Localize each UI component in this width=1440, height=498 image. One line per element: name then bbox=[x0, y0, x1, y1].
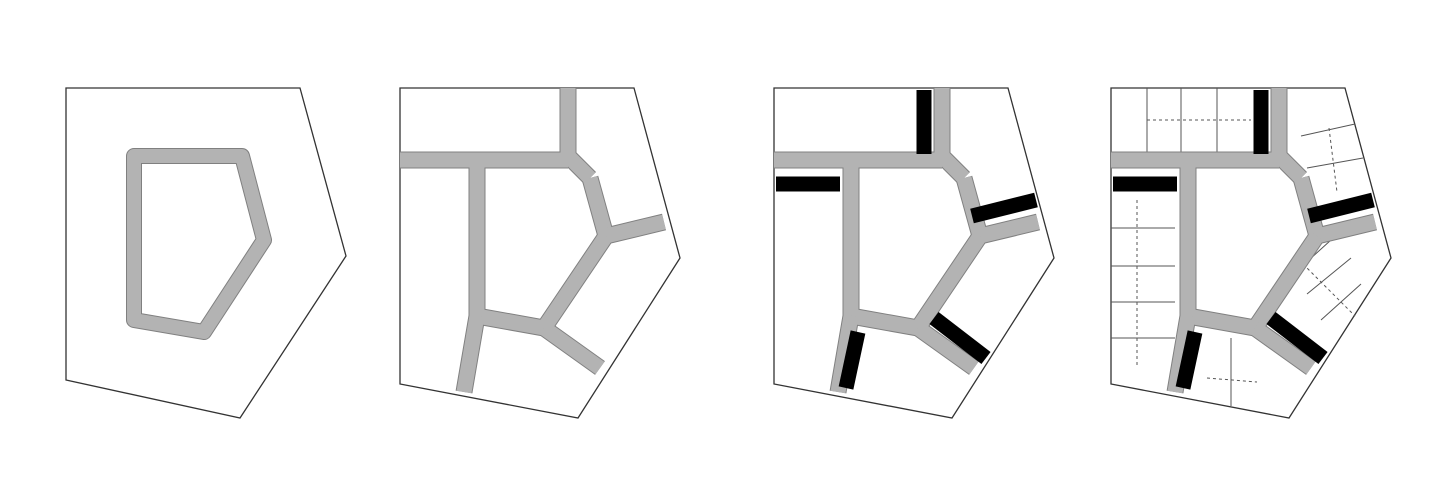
street-stub-southeast bbox=[1266, 312, 1328, 364]
panel-stage-2 bbox=[399, 87, 681, 419]
panel-stage-1 bbox=[65, 87, 347, 419]
block-outline bbox=[773, 87, 1055, 419]
block-outline bbox=[1110, 87, 1392, 419]
street-stub-south bbox=[838, 330, 866, 390]
street-stub-south bbox=[1175, 330, 1203, 390]
lot-centerline bbox=[1302, 263, 1356, 317]
panel-stage-4 bbox=[1110, 87, 1392, 419]
panel-stage-3 bbox=[773, 87, 1055, 419]
lot-line bbox=[1306, 257, 1352, 295]
block-outline bbox=[399, 87, 681, 419]
lot-line bbox=[1306, 157, 1364, 169]
street-stub-east bbox=[970, 192, 1038, 224]
lot-line bbox=[1320, 283, 1362, 321]
street-stub-east bbox=[1307, 192, 1375, 224]
lot-centerline bbox=[1206, 377, 1258, 383]
street-stub-southeast bbox=[929, 312, 991, 364]
block-outline bbox=[65, 87, 347, 419]
ring-road bbox=[127, 149, 271, 339]
lot-line bbox=[1300, 123, 1356, 137]
lot-centerline bbox=[1328, 127, 1338, 193]
